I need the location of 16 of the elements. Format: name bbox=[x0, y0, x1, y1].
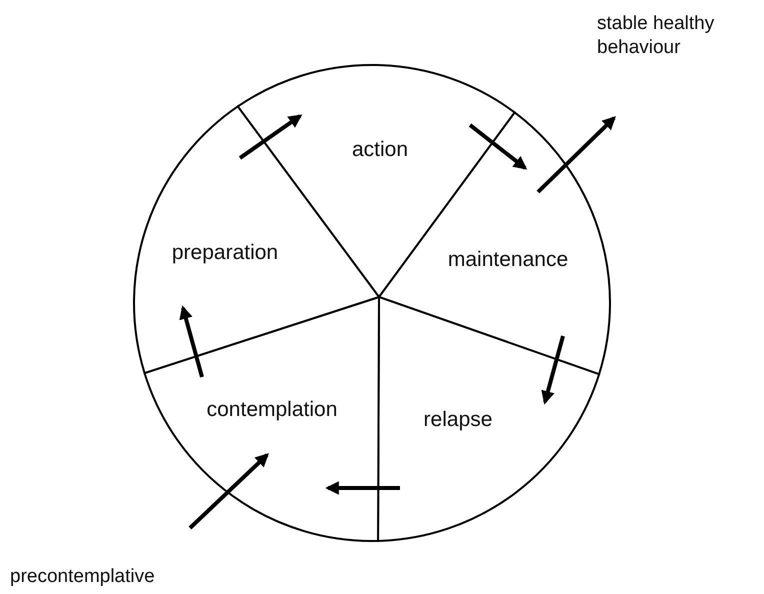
arrow bbox=[536, 116, 616, 194]
arrow bbox=[238, 114, 302, 160]
stage-label: relapse bbox=[424, 408, 492, 432]
stage-label: maintenance bbox=[448, 248, 568, 272]
outcome-label: stable healthy behaviour bbox=[597, 12, 762, 60]
stage-sector bbox=[377, 296, 600, 542]
outcome-label: precontemplative bbox=[10, 565, 210, 589]
stage-sector bbox=[144, 296, 380, 542]
arrow bbox=[468, 123, 528, 170]
stage-label: action bbox=[352, 138, 408, 162]
arrow bbox=[179, 305, 204, 378]
arrow bbox=[541, 335, 565, 405]
arrow bbox=[188, 453, 269, 530]
stage-label: preparation bbox=[172, 241, 278, 265]
stage-label: contemplation bbox=[206, 398, 338, 422]
arrow bbox=[325, 481, 400, 495]
